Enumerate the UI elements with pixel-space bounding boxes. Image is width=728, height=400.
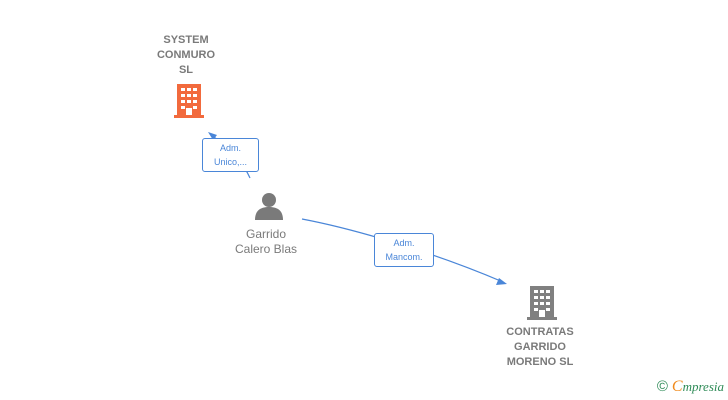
company-name-system-conmuro[interactable]: SYSTEM CONMURO SL — [156, 34, 216, 76]
company-name-contratas[interactable]: CONTRATAS GARRIDO MORENO SL — [506, 326, 574, 368]
edge-arrowhead — [496, 278, 507, 285]
edge-arrowhead — [208, 132, 217, 140]
empresia-logo-text: mpresia — [682, 379, 724, 394]
edge-label-adm-unico[interactable]: Adm. Unico,... — [202, 138, 259, 172]
building-icon[interactable] — [527, 286, 557, 320]
building-icon[interactable] — [174, 84, 204, 118]
empresia-watermark: ©Cmpresia — [657, 378, 724, 396]
person-name-garrido[interactable]: Garrido Calero Blas — [234, 227, 298, 256]
copyright-icon: © — [656, 378, 668, 395]
empresia-logo-initial: C — [671, 378, 683, 395]
person-icon[interactable] — [255, 193, 283, 220]
edge-label-adm-mancom[interactable]: Adm. Mancom. — [374, 233, 434, 267]
